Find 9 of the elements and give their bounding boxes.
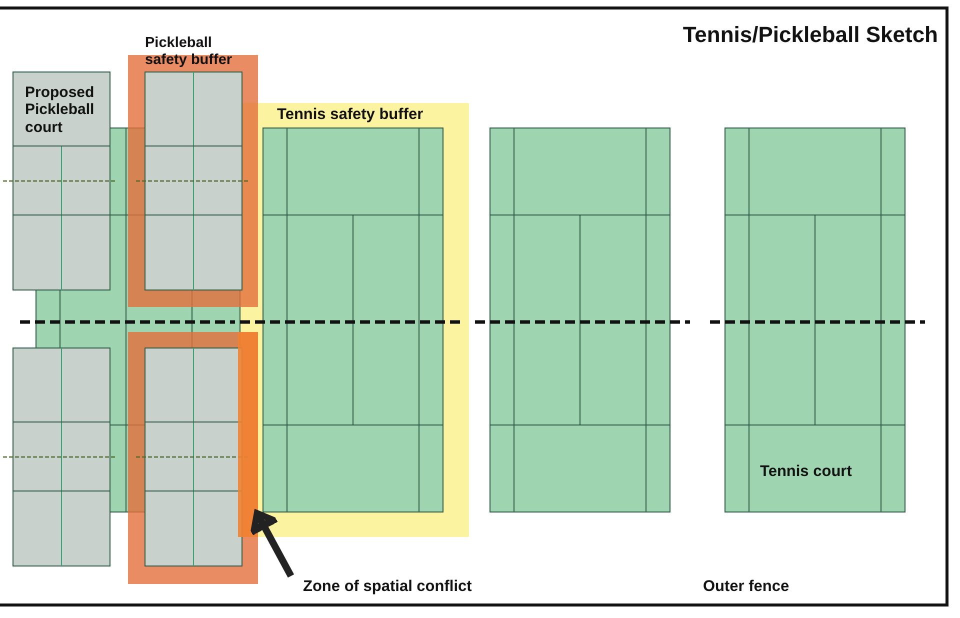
arrow <box>250 510 294 578</box>
area-label: Tennis court <box>760 463 852 481</box>
area-label: Outer fence <box>703 578 790 596</box>
area-label: Pickleball safety buffer <box>145 35 234 68</box>
area-label: Proposed Pickleball court <box>25 84 96 136</box>
callout-label: Zone of spatial conflict <box>303 578 472 596</box>
conflict-zone <box>238 332 258 537</box>
title: Tennis/Pickleball Sketch <box>682 22 938 48</box>
area-label: Tennis safety buffer <box>277 106 424 124</box>
